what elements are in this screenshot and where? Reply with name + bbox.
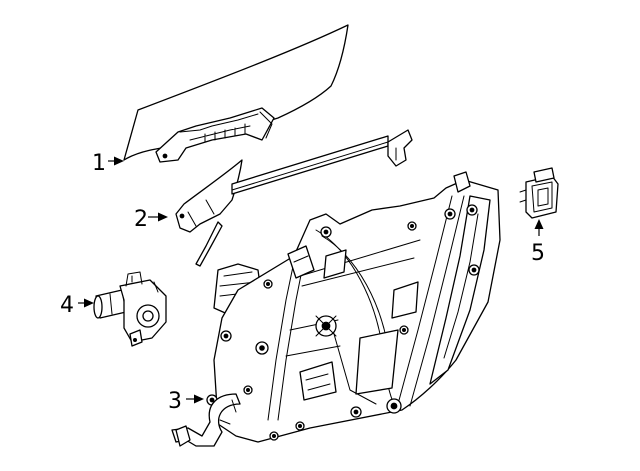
callout-3: 3 — [168, 389, 182, 414]
leader-line-1 — [108, 156, 124, 166]
window-regulator-part — [171, 171, 501, 447]
callout-2: 2 — [134, 207, 148, 232]
control-module-part — [519, 167, 559, 219]
regulator-motor-part — [93, 271, 167, 347]
door-glass-part — [123, 24, 349, 163]
leader-line-2 — [148, 212, 168, 222]
leader-line-3 — [186, 394, 204, 404]
callout-4: 4 — [60, 293, 74, 318]
callout-5: 5 — [531, 241, 545, 266]
leader-line-4 — [78, 298, 94, 308]
callout-1: 1 — [92, 151, 106, 176]
leader-line-5 — [534, 219, 544, 236]
run-channel-part — [175, 129, 413, 267]
